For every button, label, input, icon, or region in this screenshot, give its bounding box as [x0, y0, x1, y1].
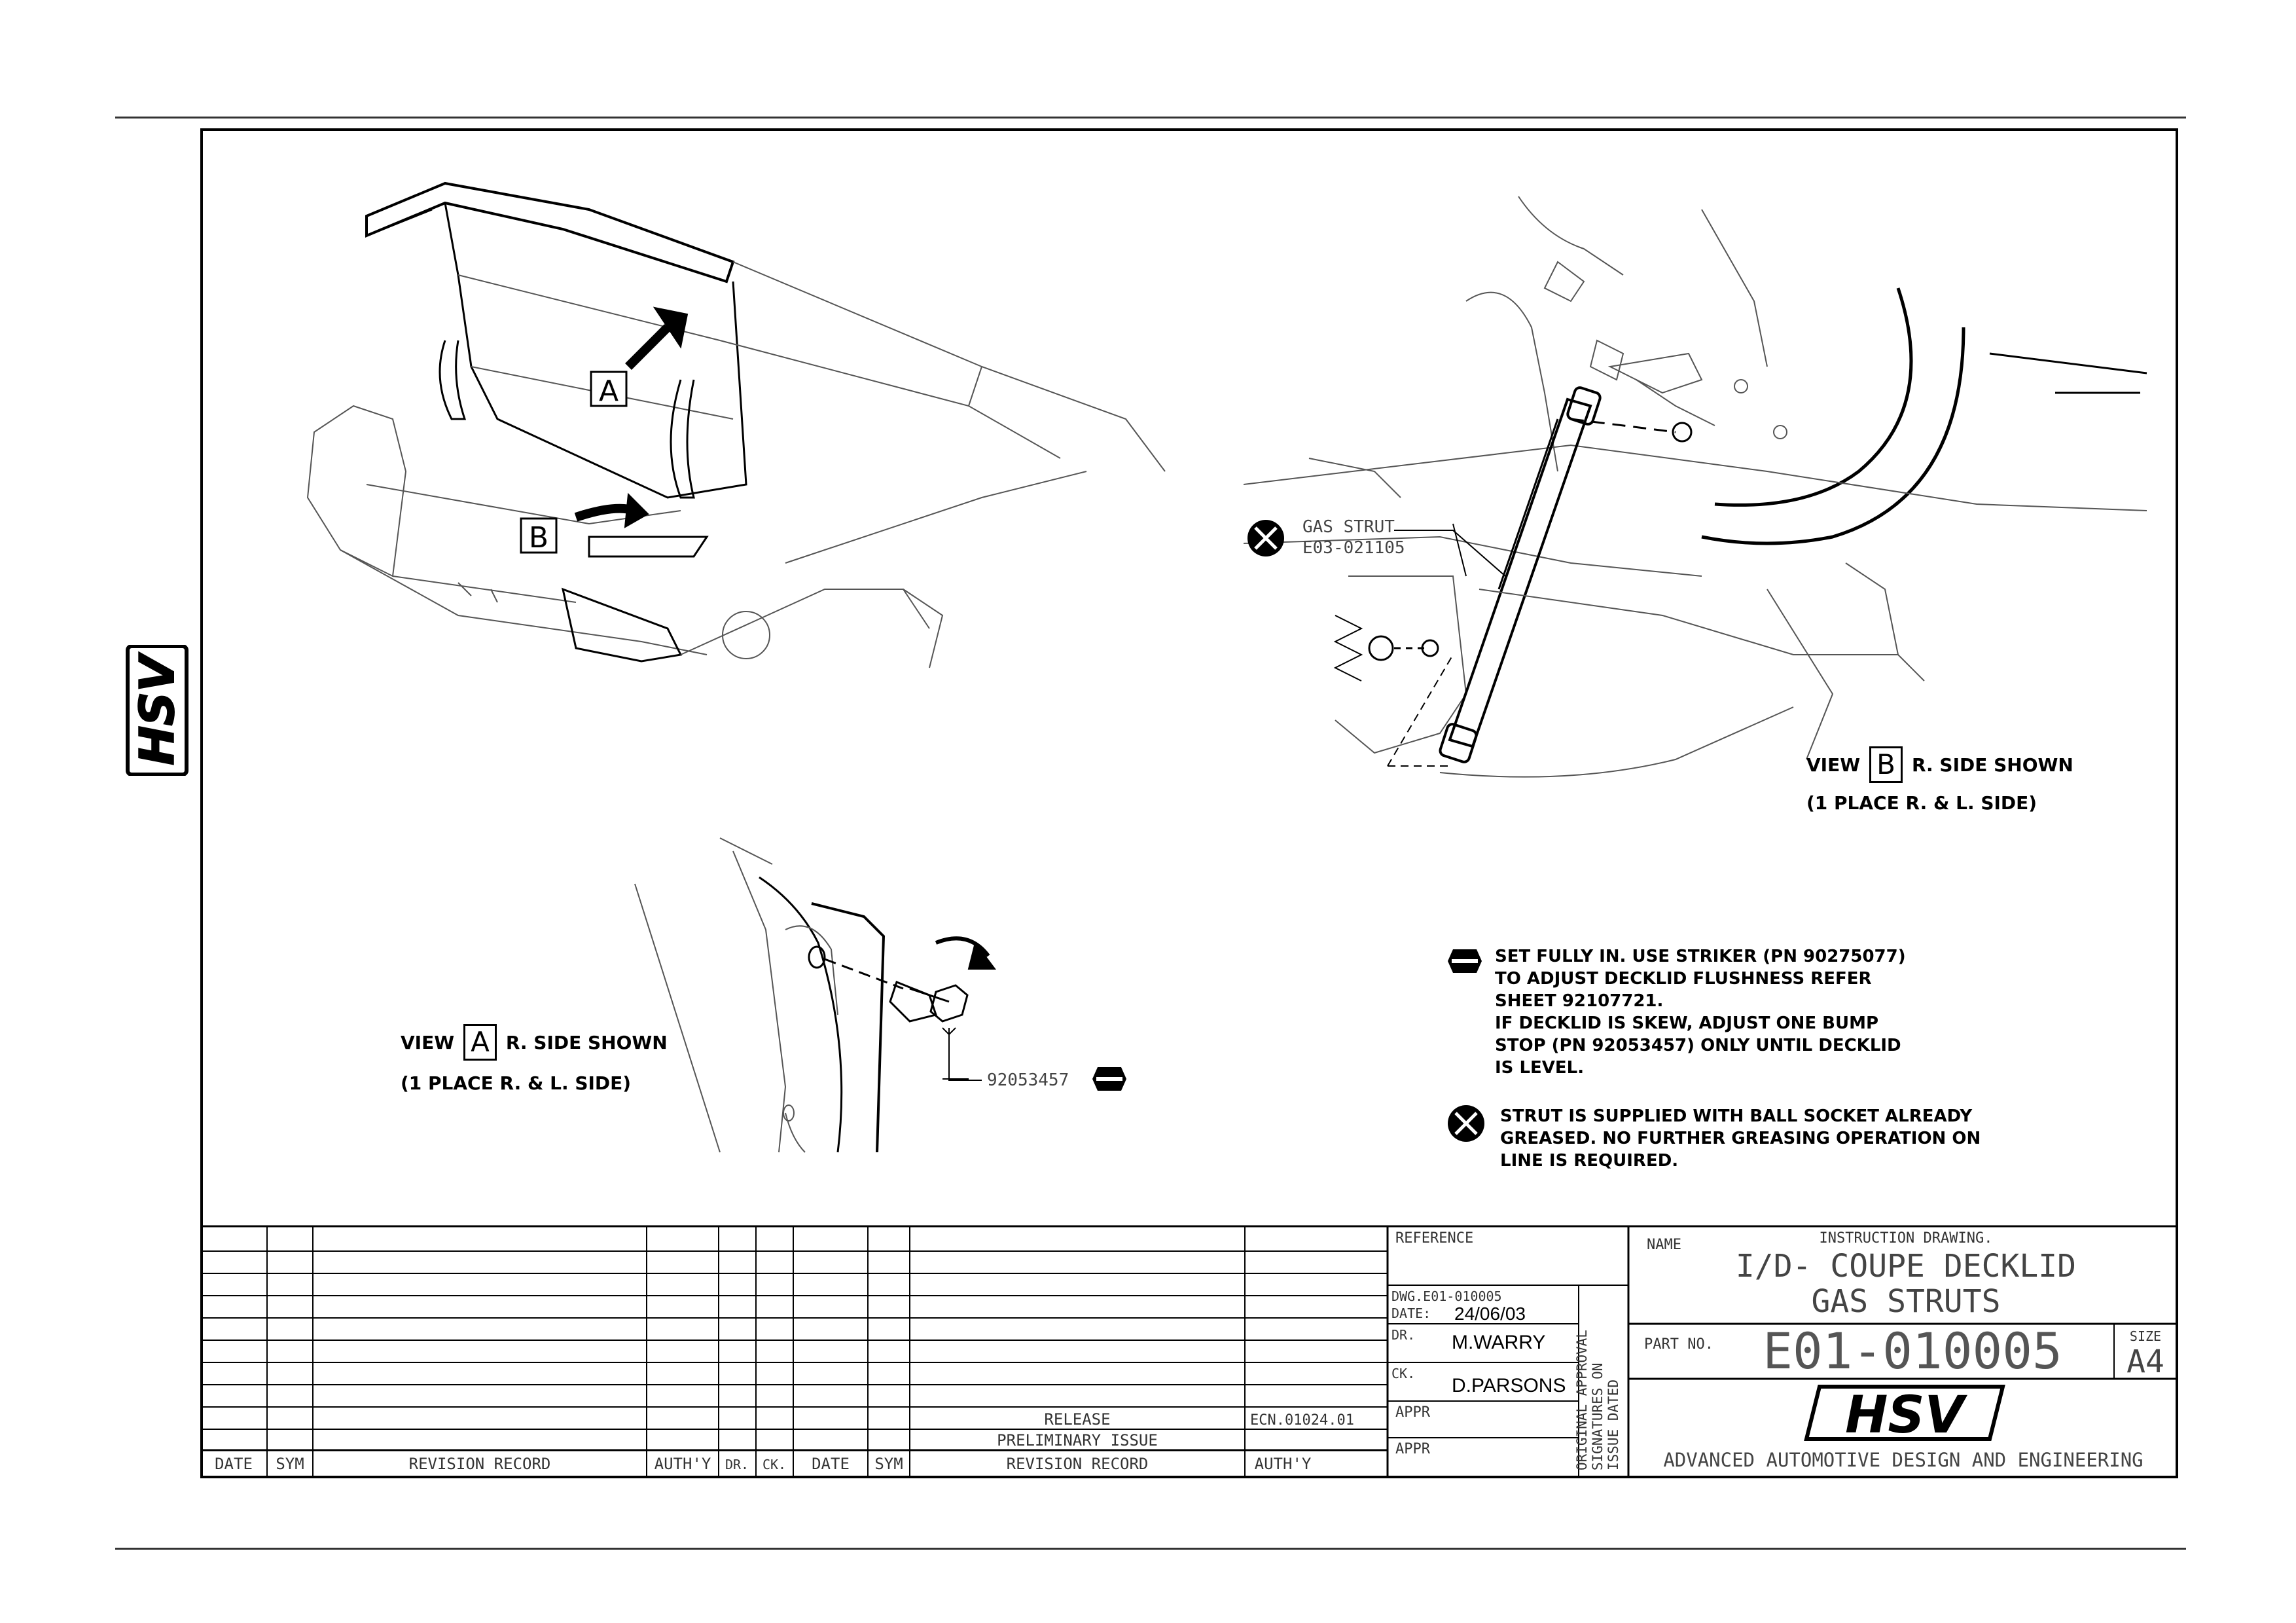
- size-value: A4: [2126, 1343, 2164, 1380]
- name-label: NAME: [1647, 1237, 1681, 1253]
- view-b-label: VIEW B R. SIDE SHOWN: [1806, 746, 2073, 783]
- drawing-border: [200, 128, 2178, 1478]
- view-b-prefix: VIEW: [1806, 754, 1861, 776]
- header-ck: CK.: [762, 1457, 786, 1472]
- hex-symbol-2: [1448, 949, 1482, 973]
- appr-label-1: APPR: [1395, 1404, 1431, 1421]
- header-sym: SYM: [276, 1455, 304, 1473]
- callout-b-label: B: [529, 521, 548, 555]
- drawing-title-1: I/D- COUPE DECKLID: [1736, 1248, 2076, 1285]
- header-authy: AUTH'Y: [655, 1455, 711, 1473]
- header-dr: DR.: [725, 1457, 749, 1472]
- header-sym-2: SYM: [874, 1455, 903, 1473]
- ck-label: CK.: [1391, 1366, 1415, 1381]
- car-rear-illustration: [306, 181, 1166, 668]
- header-revision-record: REVISION RECORD: [409, 1455, 551, 1473]
- bottom-rule: [115, 1548, 2186, 1550]
- note-ball: STRUT IS SUPPLIED WITH BALL SOCKET ALREA…: [1500, 1106, 1981, 1171]
- approval-line-1: ORIGINAL APPROVAL: [1574, 1330, 1590, 1470]
- instruction-label: INSTRUCTION DRAWING.: [1820, 1230, 1993, 1247]
- header-date: DATE: [215, 1455, 253, 1473]
- size-label: SIZE: [2130, 1328, 2161, 1344]
- revision-release: RELEASE: [1044, 1410, 1110, 1429]
- ball-socket-symbol-2: [1448, 1105, 1484, 1142]
- view-b-suffix: R. SIDE SHOWN: [1911, 754, 2073, 776]
- part-number: E01-010005: [1763, 1322, 2062, 1380]
- view-a-prefix: VIEW: [401, 1031, 455, 1053]
- dr-value: M.WARRY: [1452, 1332, 1545, 1353]
- bump-stop-pn: 92053457: [987, 1070, 1069, 1090]
- revision-release-ecn: ECN.01024.01: [1250, 1412, 1354, 1429]
- approval-line-2: SIGNATURES ON: [1590, 1363, 1605, 1470]
- gas-strut-name: GAS STRUT: [1302, 517, 1395, 537]
- brand-tagline: ADVANCED AUTOMOTIVE DESIGN AND ENGINEERI…: [1663, 1449, 2143, 1471]
- note-hex: SET FULLY IN. USE STRIKER (PN 90275077) …: [1495, 947, 1906, 1078]
- view-a-label: VIEW A R. SIDE SHOWN: [401, 1024, 668, 1061]
- header-authy-2: AUTH'Y: [1255, 1455, 1312, 1473]
- view-a-letter: A: [463, 1024, 497, 1061]
- ck-value: D.PARSONS: [1452, 1375, 1566, 1396]
- gas-strut-illustration: [1243, 196, 2147, 778]
- hex-symbol-1: [1092, 1067, 1126, 1091]
- reference-block: REFERENCE DWG.E01-010005 DATE: 24/06/03 …: [1391, 1230, 1566, 1457]
- part-no-label: PART NO.: [1644, 1336, 1713, 1353]
- appr-label-2: APPR: [1395, 1441, 1431, 1457]
- title-block-logo: HSV: [1804, 1385, 2005, 1445]
- reference-label: REFERENCE: [1395, 1230, 1473, 1247]
- date-value: 24/06/03: [1454, 1304, 1526, 1324]
- callout-b: B: [520, 517, 558, 555]
- side-logo: HSV: [121, 644, 193, 776]
- callout-a: A: [590, 371, 628, 408]
- ball-socket-symbol-1: [1247, 520, 1284, 556]
- view-b-qty: (1 PLACE R. & L. SIDE): [1806, 792, 2037, 814]
- callout-a-label: A: [599, 374, 619, 408]
- title-block-grid: [200, 1225, 2178, 1476]
- bump-stop-illustration: [634, 837, 996, 1153]
- revision-preliminary: PRELIMINARY ISSUE: [997, 1431, 1158, 1450]
- date-label: DATE:: [1391, 1305, 1431, 1321]
- top-rule: [115, 117, 2186, 119]
- drawing-title-2: GAS STRUTS: [1812, 1283, 2001, 1320]
- side-logo-text: HSV: [130, 652, 185, 765]
- gas-strut-pn: E03-021105: [1302, 538, 1405, 558]
- view-a-qty: (1 PLACE R. & L. SIDE): [401, 1072, 632, 1094]
- name-block: NAME INSTRUCTION DRAWING. I/D- COUPE DEC…: [1644, 1230, 2164, 1471]
- dwg-label: DWG.E01-010005: [1391, 1288, 1502, 1304]
- view-a-suffix: R. SIDE SHOWN: [505, 1031, 668, 1053]
- view-b-letter: B: [1869, 746, 1903, 783]
- header-date-2: DATE: [812, 1455, 850, 1473]
- revision-headers: DATE SYM REVISION RECORD AUTH'Y DR. CK. …: [215, 1410, 1354, 1473]
- title-block-logo-text: HSV: [1845, 1386, 1967, 1445]
- dr-label: DR.: [1391, 1327, 1415, 1343]
- approval-line-3: ISSUE DATED: [1605, 1379, 1621, 1470]
- header-revision-record-2: REVISION RECORD: [1007, 1455, 1149, 1473]
- gas-strut-leader: [1394, 530, 1506, 577]
- approval-vertical: ORIGINAL APPROVAL SIGNATURES ON ISSUE DA…: [1574, 1330, 1621, 1470]
